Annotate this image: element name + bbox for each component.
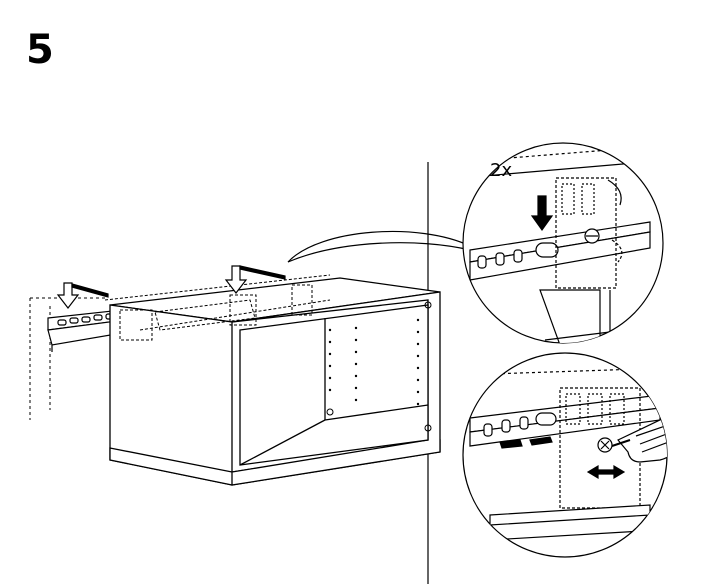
hidden-fittings xyxy=(104,274,331,341)
callout-connector xyxy=(287,230,471,263)
quantity-label: 2x xyxy=(490,160,512,181)
step-number: 5 xyxy=(26,27,54,73)
shelf-pin-holes xyxy=(326,301,432,432)
fitting-markers xyxy=(71,265,286,298)
detail-circle-bottom xyxy=(462,352,668,558)
cabinet xyxy=(109,277,441,486)
detail-circle-top: 2x xyxy=(462,142,664,344)
